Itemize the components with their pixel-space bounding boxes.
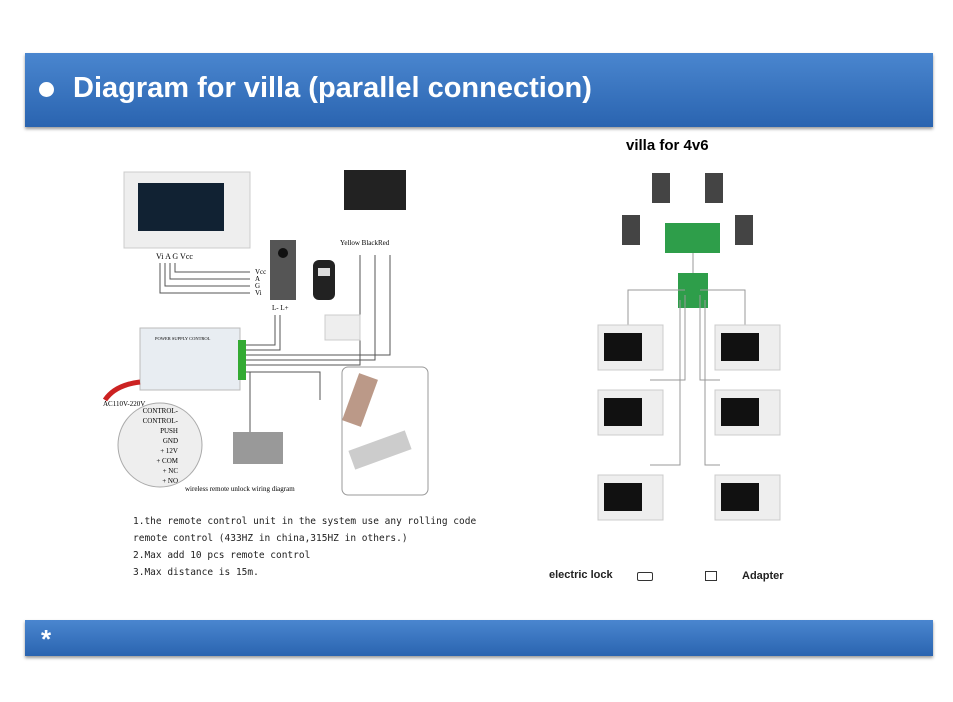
bolt-lock — [348, 430, 412, 470]
door-stations — [622, 173, 753, 245]
villa-wires — [627, 253, 746, 466]
adapter-icon — [705, 571, 717, 581]
monitor-terminals-label: Vi A G Vcc — [156, 252, 193, 261]
svg-text:CONTROL-: CONTROL- — [143, 407, 179, 415]
note-line: 1.the remote control unit in the system … — [133, 516, 477, 527]
lock-terminals-label: L- L+ — [272, 304, 289, 312]
bullet-icon — [39, 82, 54, 97]
svg-text:A: A — [255, 275, 260, 283]
legend-electric-lock: electric lock — [549, 569, 613, 581]
note-line: 3.Max distance is 15m. — [133, 567, 259, 578]
ac-label: AC110V-220V — [103, 400, 145, 408]
slide-title: Diagram for villa (parallel connection) — [73, 72, 592, 104]
villa-title: villa for 4v6 — [626, 137, 709, 154]
electric-lock — [233, 432, 283, 464]
svg-text:+ 12V: + 12V — [160, 447, 178, 455]
power-cable — [102, 379, 141, 402]
supply-wires — [246, 255, 391, 450]
power-supply-label: POWER SUPPLY CONTROL — [155, 336, 211, 341]
svg-text:G: G — [255, 282, 260, 290]
svg-text:+ COM: + COM — [156, 457, 178, 465]
svg-text:GND: GND — [163, 437, 178, 445]
title-bar: Diagram for villa (parallel connection) — [25, 53, 933, 127]
svg-text:Vcc: Vcc — [255, 268, 266, 276]
indoor-monitor — [123, 171, 251, 249]
remote-key — [313, 260, 335, 300]
lock-options-box — [341, 366, 429, 496]
receiver-wires-label: Yellow BlackRed — [340, 239, 390, 247]
terminal-list: CONTROL- CONTROL- PUSH GND + 12V + COM + NC + N… — [143, 407, 179, 485]
svg-text:Vi: Vi — [255, 289, 262, 297]
door-camera — [270, 240, 296, 300]
electric-lock-icon — [637, 572, 653, 581]
legend-adapter: Adapter — [742, 570, 784, 582]
notes: 1.the remote control unit in the system … — [133, 513, 476, 581]
footer-bar: * — [25, 620, 933, 656]
footer-symbol: * — [41, 624, 52, 654]
villa-diagram — [597, 173, 781, 521]
svg-text:+ NC: + NC — [163, 467, 179, 475]
power-supply — [139, 327, 246, 391]
note-line: remote control (433HZ in china,315HZ in … — [133, 533, 408, 544]
svg-text:CONTROL-: CONTROL- — [143, 417, 179, 425]
terminal-zoom-circle — [117, 402, 203, 488]
svg-text:PUSH: PUSH — [160, 427, 178, 435]
magnetic-lock — [342, 373, 378, 427]
distributor-board — [665, 223, 720, 253]
note-line: 2.Max add 10 pcs remote control — [133, 550, 311, 561]
receiver-box — [344, 170, 406, 210]
svg-text:+ NO: + NO — [162, 477, 178, 485]
exit-button — [324, 314, 361, 341]
monitor-wires — [159, 263, 250, 294]
diagram-caption: wireless remote unlock wiring diagram — [185, 485, 295, 493]
